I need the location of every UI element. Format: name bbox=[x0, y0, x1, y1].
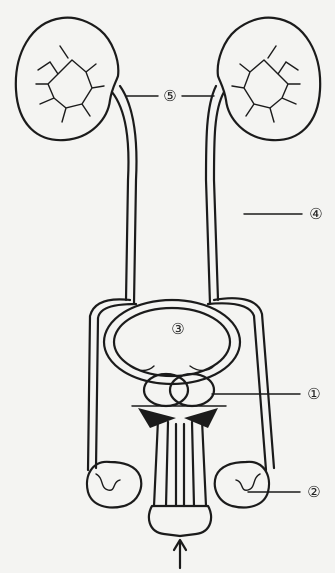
label-ureter: ④ bbox=[309, 205, 322, 223]
label-prostate: ① bbox=[307, 385, 320, 403]
label-testis-text: ② bbox=[307, 483, 320, 501]
label-testis: ② bbox=[307, 483, 320, 501]
label-bladder-text: ③ bbox=[171, 320, 184, 338]
label-bladder: ③ bbox=[171, 320, 184, 338]
label-ureter-text: ④ bbox=[309, 205, 322, 223]
label-kidney: ⑤ bbox=[163, 87, 176, 105]
label-kidney-text: ⑤ bbox=[163, 87, 176, 105]
label-prostate-text: ① bbox=[307, 385, 320, 403]
